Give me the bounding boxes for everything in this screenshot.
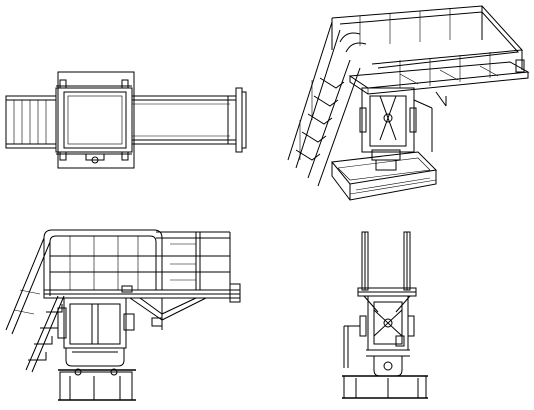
iso-column [359,87,447,153]
front-column [57,297,135,367]
iso-stair [287,21,361,187]
walkway-plan [131,87,247,153]
platform-plan [55,79,133,161]
iso-base [331,149,438,201]
stair-plan [5,95,57,149]
front-base [58,368,136,401]
end-deck [357,287,417,313]
iso-deck [348,59,530,95]
end-handrail [361,231,411,291]
front-elevation [5,229,241,401]
top-view [5,71,247,169]
end-lift [343,295,415,377]
front-deck [43,283,241,330]
front-handrail [43,229,231,296]
front-stair [5,237,65,373]
end-base [342,375,428,399]
base-outline [57,71,135,169]
isometric-view [287,5,530,201]
column-plan [85,153,105,164]
end-elevation [342,231,428,399]
